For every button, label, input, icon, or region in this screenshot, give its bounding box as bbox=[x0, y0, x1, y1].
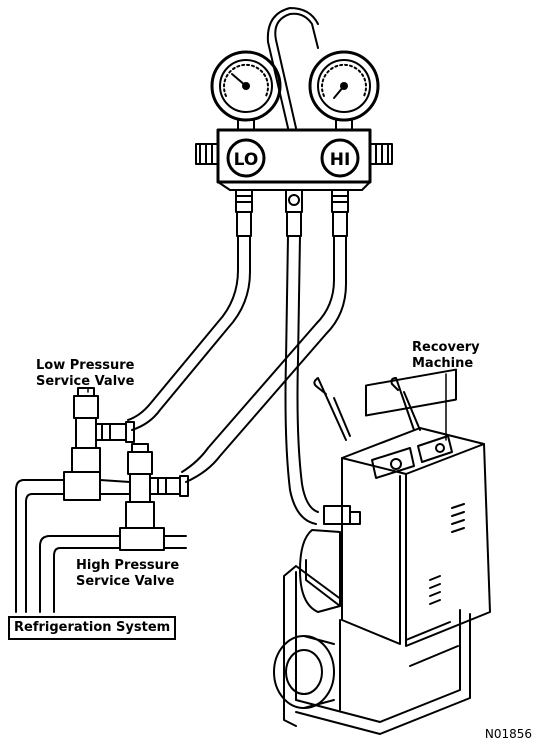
manifold-body bbox=[195, 128, 393, 191]
high-pressure-hose bbox=[181, 235, 347, 483]
center-hose-to-recovery bbox=[284, 235, 319, 525]
high-pressure-label-line2: Service Valve bbox=[76, 574, 175, 589]
high-pressure-service-valve bbox=[119, 443, 189, 551]
figure-id: N01856 bbox=[484, 727, 532, 741]
low-pressure-hose bbox=[127, 235, 251, 431]
low-pressure-label-line2: Service Valve bbox=[36, 374, 135, 389]
low-pressure-valve-label: Low Pressure Service Valve bbox=[36, 358, 134, 390]
low-pressure-label-line1: Low Pressure bbox=[36, 358, 135, 373]
manifold-fittings bbox=[235, 189, 349, 237]
high-pressure-gauge bbox=[308, 50, 380, 131]
recovery-machine-label: Recovery Machine bbox=[412, 340, 480, 372]
low-pressure-service-valve bbox=[63, 387, 135, 501]
refrigeration-system-label: Refrigeration System bbox=[8, 616, 177, 640]
low-pressure-gauge bbox=[210, 50, 282, 131]
high-pressure-label-line1: High Pressure bbox=[76, 558, 180, 573]
recovery-label-line1: Recovery bbox=[412, 340, 480, 355]
recovery-label-line2: Machine bbox=[412, 356, 474, 371]
manifold-hook bbox=[274, 12, 319, 129]
system-piping bbox=[15, 479, 187, 613]
high-pressure-valve-label: High Pressure Service Valve bbox=[76, 558, 179, 590]
lo-knob-label: LO bbox=[234, 150, 259, 170]
recovery-machine bbox=[273, 368, 491, 735]
hi-knob-label: HI bbox=[330, 150, 351, 170]
